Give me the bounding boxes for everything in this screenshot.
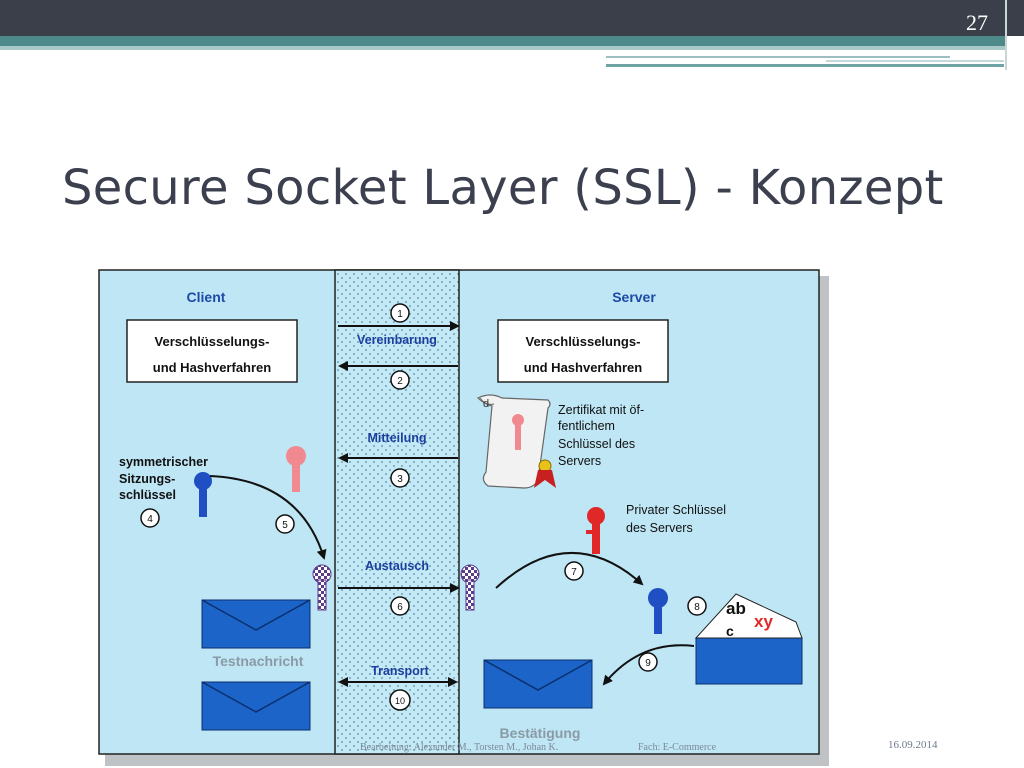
step-badge xyxy=(638,652,658,672)
step-number: 2 xyxy=(397,376,403,387)
server-box-line1: Verschlüsselungs- xyxy=(526,334,641,349)
server-cipher-box xyxy=(497,319,669,383)
step-number: 4 xyxy=(147,514,153,525)
test-message-label: Testnachricht xyxy=(213,653,304,669)
top-bar xyxy=(0,0,1024,36)
session-key-label: Sitzungs- xyxy=(119,472,175,486)
server-label: Server xyxy=(612,289,656,305)
client-box-line1: Verschlüsselungs- xyxy=(155,334,270,349)
letter-text: xy xyxy=(754,612,773,631)
envelope-icon xyxy=(201,599,311,649)
phase-label-austausch: Austausch xyxy=(365,559,429,573)
letter-text: ab xyxy=(726,599,746,618)
phase-label-vereinbarung: Vereinbarung xyxy=(357,333,437,347)
accent-bar-light xyxy=(0,46,1005,50)
envelope-icon xyxy=(201,681,311,731)
step-number: 8 xyxy=(694,602,700,613)
phase-label-mitteilung: Mitteilung xyxy=(367,431,426,445)
step-number: 6 xyxy=(397,602,403,613)
session-key-label: symmetrischer xyxy=(119,455,208,469)
certificate-text-line: Servers xyxy=(558,454,601,468)
client-label: Client xyxy=(187,289,226,305)
footer-subject: Fach: E-Commerce xyxy=(638,742,717,753)
step-badge xyxy=(389,689,411,711)
accent-line xyxy=(826,60,1004,62)
step-badge xyxy=(275,514,295,534)
open-envelope-icon: ab xy c xyxy=(694,593,803,685)
curved-arrow-encrypt xyxy=(209,475,327,560)
page-number: 27 xyxy=(966,10,988,35)
step-number: 9 xyxy=(645,658,651,669)
channel-column xyxy=(334,269,460,755)
step-number: 10 xyxy=(395,696,405,706)
private-key-icon xyxy=(586,507,605,554)
client-box-line2: und Hashverfahren xyxy=(153,360,272,375)
step-badge xyxy=(687,596,707,616)
certificate-text: Zertifikat mit öf- fentlichem Schlüssel … xyxy=(558,403,644,468)
step-badge xyxy=(390,596,410,616)
encrypted-key-icon xyxy=(312,564,332,611)
accent-divider xyxy=(1005,0,1007,70)
certificate-text-line: Zertifikat mit öf- xyxy=(558,403,644,417)
private-key-label: des Servers xyxy=(626,521,693,535)
certificate-corner-label: d xyxy=(483,398,489,410)
step-badge xyxy=(390,303,410,323)
phase-label-transport: Transport xyxy=(371,664,429,678)
step-badge xyxy=(564,561,584,581)
private-key-label: Privater Schlüssel xyxy=(626,503,726,517)
certificate-text-line: Schlüssel des xyxy=(558,437,635,451)
step-badge xyxy=(390,370,410,390)
slide-title: Secure Socket Layer (SSL) - Konzept xyxy=(62,160,944,216)
confirmation-label: Bestätigung xyxy=(500,725,581,741)
encrypted-key-icon xyxy=(460,564,480,611)
footer-authors: Bearbeitung: Alexander M., Torsten M., J… xyxy=(360,742,559,753)
step-number: 7 xyxy=(571,567,577,578)
step-badge xyxy=(140,508,160,528)
curved-arrow-decrypt xyxy=(495,552,644,589)
step-number: 1 xyxy=(397,309,403,320)
key-icon xyxy=(512,414,524,426)
letter-text: c xyxy=(726,623,734,639)
certificate-icon: d xyxy=(476,394,556,489)
curved-arrow-confirm xyxy=(602,644,695,686)
session-key-icon xyxy=(194,472,212,517)
accent-bar xyxy=(0,36,1005,46)
key-shaft xyxy=(515,424,521,450)
step-number: 3 xyxy=(397,474,403,485)
step-number: 5 xyxy=(282,520,288,531)
accent-line xyxy=(606,64,1004,67)
envelope-icon xyxy=(483,659,593,709)
session-key-label: schlüssel xyxy=(119,488,176,502)
certificate-text-line: fentlichem xyxy=(558,419,615,433)
client-cipher-box xyxy=(126,319,298,383)
server-box-line2: und Hashverfahren xyxy=(524,360,643,375)
step-badge xyxy=(390,468,410,488)
accent-line xyxy=(606,56,950,58)
public-key-icon xyxy=(286,446,306,492)
footer-date: 16.09.2014 xyxy=(888,739,938,751)
session-key-icon xyxy=(648,588,668,634)
